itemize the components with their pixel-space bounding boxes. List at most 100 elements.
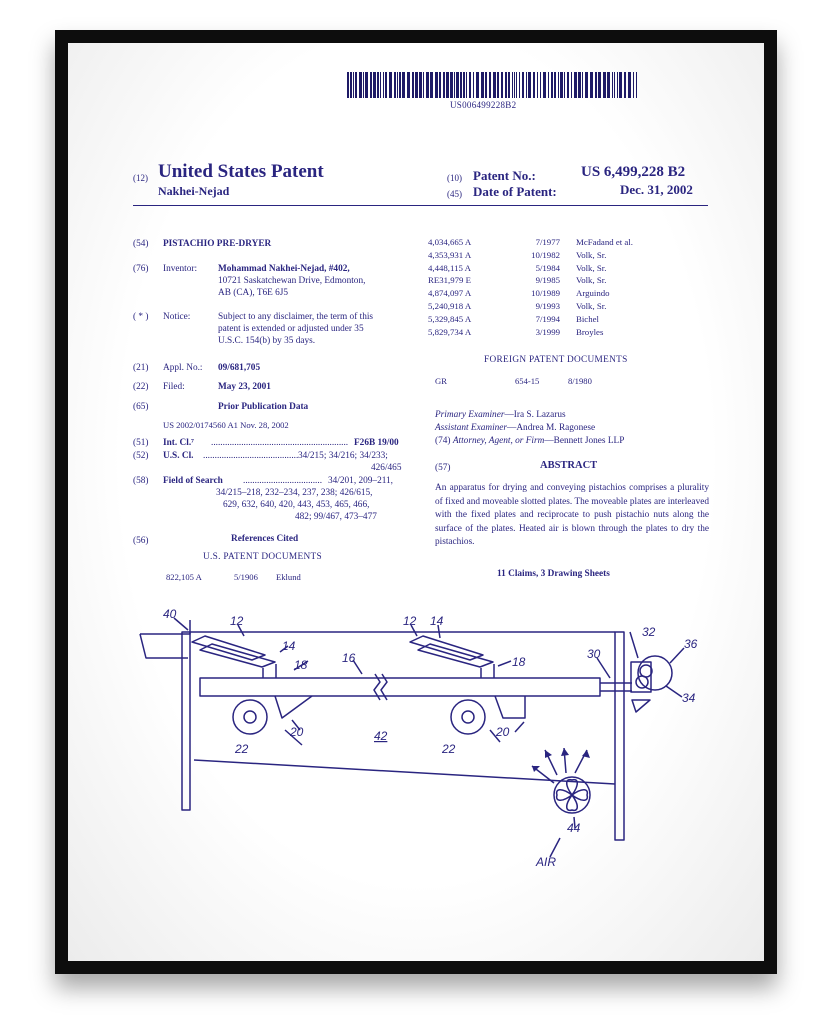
- attorney-label: Attorney, Agent, or Firm: [452, 436, 545, 446]
- barcode-bar: [628, 72, 631, 98]
- barcode-bar: [469, 72, 471, 98]
- intcl-value: F26B 19/00: [354, 438, 399, 448]
- barcode-bar: [617, 72, 618, 98]
- prior-pub-title: Prior Publication Data: [218, 402, 309, 412]
- label-36: 36: [684, 637, 698, 651]
- barcode-bar: [624, 72, 626, 98]
- field-code: (22): [133, 382, 149, 392]
- kind-code: (12): [133, 173, 148, 183]
- barcode-bar: [543, 72, 546, 98]
- barcode-bar: [377, 72, 379, 98]
- plate-right-upper: [409, 635, 484, 661]
- ref-number: 5,240,918 A: [428, 300, 472, 311]
- barcode-bar: [454, 72, 455, 98]
- uscl-value: 34/215; 34/216; 34/233;: [298, 451, 388, 461]
- ref-name: Arguindo: [576, 288, 610, 299]
- patent-document: [68, 43, 764, 961]
- ref-name: Volk, Sr.: [576, 275, 607, 286]
- barcode-bar: [540, 72, 541, 98]
- notice-label: Notice:: [163, 312, 191, 322]
- label-34: 34: [682, 691, 696, 705]
- barcode-bar: [614, 72, 615, 98]
- ref-date: 10/1982: [531, 249, 560, 260]
- uscl-label: U.S. Cl.: [163, 451, 194, 461]
- ref-date: 8/1980: [568, 376, 592, 386]
- attorney: (74) Attorney, Agent, or Firm—Bennett Jo…: [435, 435, 624, 448]
- beam-break: [373, 673, 388, 701]
- field-search-line: 482; 99/467, 473–477: [295, 512, 377, 522]
- inventor-label: Inventor:: [163, 264, 198, 274]
- label-40: 40: [163, 607, 177, 621]
- field-code: (57): [435, 463, 451, 473]
- roller-wheel-right: [450, 699, 486, 735]
- inventor-line: 10721 Saskatchewan Drive, Edmonton,: [218, 276, 366, 286]
- barcode-bar: [443, 72, 445, 98]
- drive-wheel: [637, 655, 673, 691]
- barcode-bar: [595, 72, 597, 98]
- barcode-bar: [560, 72, 563, 98]
- right-post: [614, 631, 625, 841]
- barcode-bar: [603, 72, 606, 98]
- barcode-bar: [476, 72, 479, 98]
- barcode-bar: [558, 72, 559, 98]
- plate-left-lower: [199, 643, 276, 668]
- field-code: (52): [133, 451, 149, 461]
- field-code: (58): [133, 476, 149, 486]
- abstract-text: An apparatus for drying and conveying pi…: [435, 483, 709, 548]
- barcode-bar: [389, 72, 392, 98]
- barcode-bar: [460, 72, 462, 98]
- notice-line: Subject to any disclaimer, the term of t…: [218, 312, 374, 322]
- date-code: (45): [447, 189, 462, 199]
- fan-blades: [555, 778, 589, 812]
- barcode-bar: [394, 72, 396, 98]
- barcode-bar: [590, 72, 593, 98]
- barcode-bar: [423, 72, 424, 98]
- barcode-bar: [578, 72, 581, 98]
- filed-value: May 23, 2001: [218, 382, 271, 392]
- barcode-bar: [435, 72, 438, 98]
- label-12a: 12: [230, 614, 244, 628]
- barcode-bar: [456, 72, 459, 98]
- notice-line: patent is extended or adjusted under 35: [218, 324, 364, 334]
- field-code: (54): [133, 239, 149, 249]
- barcode-number: US006499228B2: [450, 100, 517, 110]
- primary-examiner: Primary Examiner—Ira S. Lazarus: [435, 409, 566, 422]
- barcode-bar: [473, 72, 474, 98]
- barcode-bar: [485, 72, 487, 98]
- label-12b: 12: [403, 614, 417, 628]
- notice-line: U.S.C. 154(b) by 35 days.: [218, 336, 316, 346]
- field-search-line: 34/215–218, 232–234, 237, 238; 426/615,: [216, 488, 373, 498]
- ref-number: RE31,979 E: [428, 275, 472, 286]
- barcode-bar: [353, 72, 354, 98]
- ref-name: Bichel: [576, 313, 599, 324]
- barcode-bar: [612, 72, 613, 98]
- barcode-bar: [397, 72, 398, 98]
- barcode-bar: [516, 72, 517, 98]
- barcode-bar: [636, 72, 637, 98]
- patent-no-label: Patent No.:: [473, 168, 536, 183]
- dot-leader: ........................................…: [211, 438, 349, 448]
- assistant-examiner-label: Assistant Examiner: [435, 423, 508, 433]
- ref-date: 7/1994: [535, 313, 560, 324]
- ref-number: 654-15: [515, 376, 540, 386]
- barcode-bar: [508, 72, 510, 98]
- ref-date: 7/1977: [535, 237, 560, 247]
- barcode-bar: [512, 72, 513, 98]
- barcode-bar: [373, 72, 376, 98]
- label-18b: 18: [512, 655, 526, 669]
- barcode-bar: [585, 72, 588, 98]
- field-code: (76): [133, 264, 149, 274]
- label-22b: 22: [441, 742, 456, 756]
- motor-box: [630, 661, 652, 693]
- ref-country: GR: [435, 376, 447, 386]
- barcode-bar: [522, 72, 524, 98]
- filed-label: Filed:: [163, 382, 185, 392]
- us-docs-title: U.S. PATENT DOCUMENTS: [203, 552, 322, 562]
- barcode-bar: [355, 72, 357, 98]
- barcode-bar: [365, 72, 368, 98]
- abstract-title: ABSTRACT: [540, 460, 598, 471]
- ref-number: 4,353,931 A: [428, 249, 472, 260]
- label-16: 16: [342, 651, 356, 665]
- barcode-bar: [571, 72, 572, 98]
- barcode-bar: [548, 72, 549, 98]
